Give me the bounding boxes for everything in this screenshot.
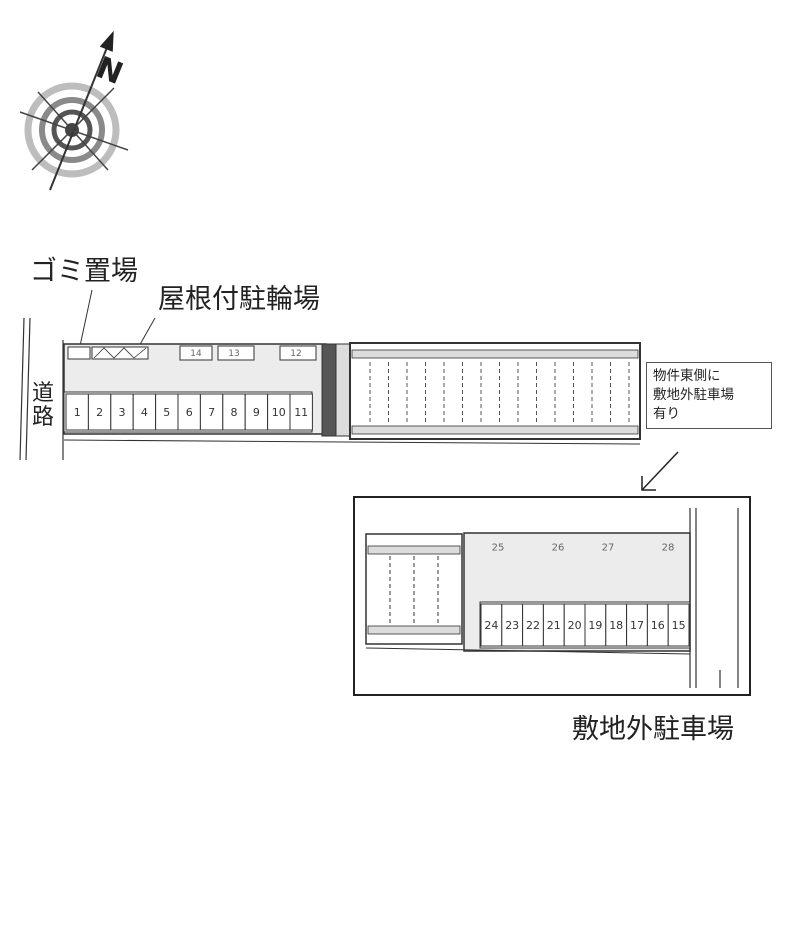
pointer-arrow (641, 451, 679, 491)
parking-space-number: 25 (492, 543, 505, 554)
note-line: 敷地外駐車場 (653, 387, 734, 403)
parking-space-number: 21 (547, 619, 561, 632)
parking-space-number: 12 (290, 349, 301, 359)
road-char: 路 (31, 405, 54, 430)
parking-space-number: 11 (294, 406, 308, 419)
parking-space-number: 27 (602, 543, 615, 554)
road-label-left: 道 路 (30, 382, 56, 430)
parking-space-number: 23 (505, 619, 519, 632)
parking-space-number: 3 (119, 406, 126, 419)
garbage-area-label: ゴミ置場 (30, 256, 138, 287)
note-line: 有り (653, 406, 680, 422)
parking-space (667, 603, 690, 647)
parking-space-number: 17 (630, 619, 644, 632)
parking-space-number: 14 (190, 349, 202, 359)
parking-space-number: 20 (568, 619, 582, 632)
parking-space-number: 2 (96, 406, 103, 419)
parking-space-number: 6 (186, 406, 193, 419)
parking-space-number: 4 (141, 406, 148, 419)
parking-space-number: 13 (228, 349, 239, 359)
parking-space-number: 5 (163, 406, 170, 419)
parking-space-number: 1 (74, 406, 81, 419)
parking-space (289, 393, 313, 431)
parking-space-number: 24 (484, 619, 498, 632)
offsite-parking-note: 物件東側に 敷地外駐車場 有り (646, 362, 772, 429)
parking-space-number: 22 (526, 619, 540, 632)
parking-space-number: 28 (662, 543, 675, 554)
parking-space-number: 8 (231, 406, 238, 419)
parking-space-number: 16 (651, 619, 665, 632)
parking-space-number: 10 (272, 406, 286, 419)
compass-rose-icon: N (19, 30, 129, 191)
parking-space-number: 18 (609, 619, 623, 632)
bicycle-parking-label: 屋根付駐輪場 (158, 284, 320, 315)
parking-space-number: 19 (588, 619, 602, 632)
parking-space-number: 9 (253, 406, 260, 419)
parking-space-number: 26 (552, 543, 565, 554)
parking-space-number: 15 (672, 619, 686, 632)
road-char: 道 (31, 381, 54, 406)
note-line: 物件東側に (653, 368, 721, 384)
offsite-parking-label: 敷地外駐車場 (572, 714, 734, 745)
parking-space-number: 7 (208, 406, 215, 419)
